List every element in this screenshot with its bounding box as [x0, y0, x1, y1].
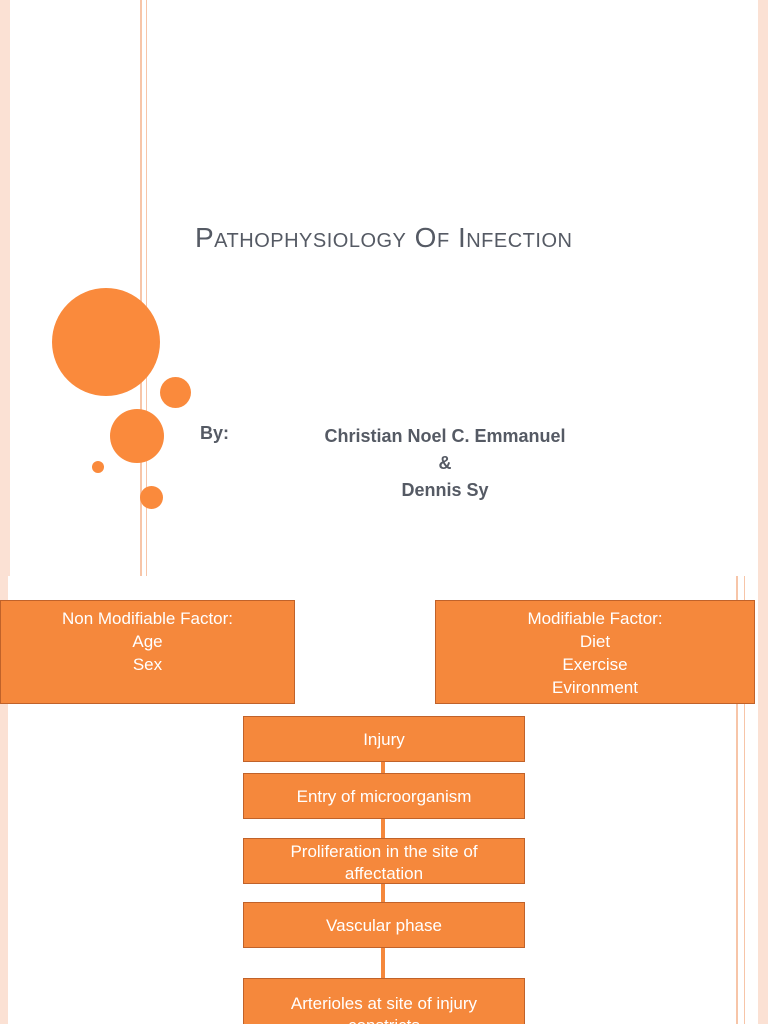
non-modifiable-factor-box: Non Modifiable Factor: Age Sex [0, 600, 295, 704]
factor-item: Exercise [562, 655, 628, 674]
left-accent-strip [0, 0, 10, 576]
modifiable-factor-box: Modifiable Factor: Diet Exercise Evironm… [435, 600, 755, 704]
vertical-rule [736, 576, 738, 1024]
flow-connector [381, 762, 385, 773]
flow-step-text: Arterioles at site of injury [290, 994, 478, 1013]
by-label: By: [200, 423, 230, 443]
flow-diagram-slide: Non Modifiable Factor: Age Sex Modifiabl… [0, 576, 768, 1024]
flow-step-text: Proliferation in the site of [290, 842, 478, 861]
right-accent-strip [758, 0, 768, 576]
authors-block: Christian Noel C. Emmanuel & Dennis Sy [300, 423, 590, 504]
factor-item: Age [132, 632, 163, 651]
factor-item: Diet [579, 632, 611, 651]
box-heading: Modifiable Factor: [527, 609, 663, 628]
factor-item: Sex [132, 655, 163, 674]
flow-step-proliferation: Proliferation in the site of affectation [243, 838, 525, 884]
flow-step-arterioles: Arterioles at site of injury constricts [243, 978, 525, 1024]
flow-connector [381, 948, 385, 978]
decorative-circle-tiny [92, 461, 104, 473]
right-accent-strip [758, 576, 768, 1024]
decorative-circle-medium [110, 409, 164, 463]
flow-step-text: constricts [244, 1015, 524, 1024]
author-2: Dennis Sy [401, 480, 489, 500]
flow-step-text: Entry of microorganism [296, 787, 472, 806]
decorative-circle-large [52, 288, 160, 396]
flow-step-text: Injury [363, 730, 405, 749]
author-separator: & [438, 453, 452, 473]
flow-step-text: Vascular phase [326, 916, 442, 935]
flow-step-vascular: Vascular phase [243, 902, 525, 948]
flow-step-text: affectation [344, 864, 424, 883]
decorative-circle-small [160, 377, 191, 408]
box-heading: Non Modifiable Factor: [61, 609, 234, 628]
slide-title: Pathophysiology Of Infection [195, 222, 573, 253]
flow-step-entry: Entry of microorganism [243, 773, 525, 819]
decorative-circle-small-2 [140, 486, 163, 509]
vertical-rule-thin [744, 576, 745, 1024]
vertical-rule-thin [146, 0, 147, 576]
left-accent-strip [0, 576, 8, 1024]
author-1: Christian Noel C. Emmanuel [324, 426, 566, 446]
flow-connector [381, 819, 385, 838]
flow-connector [381, 884, 385, 902]
title-slide: Pathophysiology Of Infection By: Christi… [0, 0, 768, 576]
factor-item: Evironment [552, 678, 638, 697]
vertical-rule [140, 0, 142, 576]
flow-step-injury: Injury [243, 716, 525, 762]
